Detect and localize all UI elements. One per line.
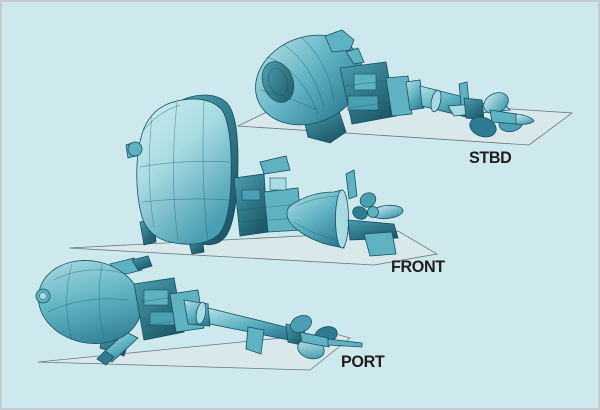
cowling-front-panel-inner-stbd (267, 68, 289, 96)
bracket-machinery-details-stbd (343, 73, 393, 111)
propeller-hub-front (367, 206, 379, 218)
gear-case-bell-front (286, 189, 345, 249)
ground-plane-port (37, 332, 351, 371)
propeller-blade-upper-front (359, 192, 377, 208)
view-label-front: FRONT (391, 257, 445, 276)
cowling-top-handle-stbd (324, 29, 355, 53)
propeller-hub-port (299, 331, 330, 348)
trim-fin-front (345, 169, 358, 200)
shaft-collar-stbd (430, 89, 442, 113)
engine-cowling-front (136, 98, 232, 245)
flywheel-knob-front (127, 141, 143, 157)
stbd-view-group (236, 29, 574, 146)
steering-bracket-stbd (385, 75, 413, 117)
anti-ventilation-plate-port (245, 326, 265, 355)
bracket-machinery-details-port (139, 289, 183, 327)
lower-bracket-front (363, 231, 397, 257)
propeller-spinner-cone-stbd (515, 113, 535, 125)
view-label-port: PORT (341, 352, 385, 371)
propeller-blade-left-front (352, 206, 368, 220)
front-view-group (68, 94, 439, 266)
shaft-collar-port (195, 301, 207, 325)
flywheel-knob-center-port (39, 292, 47, 300)
bell-panel-line2-front (293, 221, 341, 241)
propeller-blade-lower-stbd (469, 116, 497, 138)
tiller-stub-stbd (345, 47, 365, 65)
cowling-panel-lines-front (139, 98, 231, 243)
bell-panel-line-front (296, 195, 339, 207)
cowling-panel-lines-stbd (259, 37, 335, 115)
cowling-panel-lines-port (47, 263, 129, 341)
port-view-group (35, 255, 363, 371)
tiller-grip-port (96, 350, 115, 366)
propshaft-rod-port (327, 338, 363, 348)
driveshaft-housing-stbd (405, 79, 425, 111)
propeller-blade-upper-port (290, 314, 312, 334)
bell-mouth-rim-front (335, 189, 349, 249)
view-label-stbd: STBD (469, 148, 512, 167)
top-bracket2-port (131, 255, 153, 271)
